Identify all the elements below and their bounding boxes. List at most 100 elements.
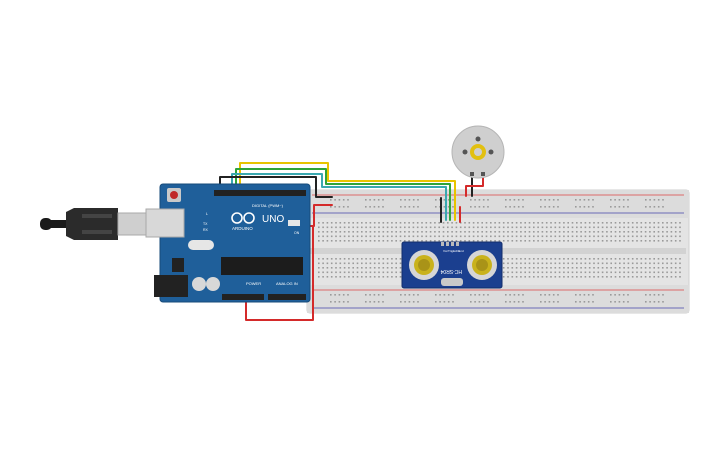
- breadboard-hole[interactable]: [640, 262, 643, 265]
- breadboard-hole[interactable]: [335, 240, 337, 242]
- breadboard-hole[interactable]: [552, 199, 555, 201]
- breadboard-hole[interactable]: [442, 222, 445, 224]
- breadboard-hole[interactable]: [399, 276, 402, 278]
- breadboard-hole[interactable]: [347, 294, 349, 296]
- breadboard-hole[interactable]: [439, 301, 441, 303]
- breadboard-hole[interactable]: [610, 231, 612, 233]
- breadboard-hole[interactable]: [517, 301, 520, 303]
- breadboard-hole[interactable]: [348, 276, 350, 278]
- breadboard-hole[interactable]: [545, 222, 548, 224]
- breadboard-hole[interactable]: [356, 235, 359, 238]
- breadboard-hole[interactable]: [322, 231, 324, 233]
- breadboard-hole[interactable]: [657, 258, 660, 260]
- breadboard-hole[interactable]: [571, 235, 574, 238]
- breadboard-hole[interactable]: [352, 267, 354, 269]
- breadboard-hole[interactable]: [610, 267, 612, 269]
- breadboard-hole[interactable]: [567, 276, 569, 278]
- breadboard-hole[interactable]: [472, 231, 475, 233]
- breadboard-hole[interactable]: [382, 235, 385, 238]
- breadboard-hole[interactable]: [610, 271, 612, 274]
- breadboard-hole[interactable]: [507, 231, 509, 233]
- breadboard-hole[interactable]: [601, 262, 604, 265]
- breadboard-hole[interactable]: [502, 231, 505, 233]
- breadboard-hole[interactable]: [330, 222, 333, 224]
- breadboard-hole[interactable]: [511, 267, 514, 269]
- breadboard-hole[interactable]: [356, 262, 359, 265]
- breadboard-hole[interactable]: [593, 231, 595, 233]
- breadboard-hole[interactable]: [377, 294, 380, 296]
- breadboard-hole[interactable]: [653, 235, 655, 238]
- breadboard-hole[interactable]: [395, 235, 397, 238]
- breadboard-hole[interactable]: [618, 206, 621, 208]
- breadboard-hole[interactable]: [330, 199, 332, 201]
- breadboard-hole[interactable]: [429, 222, 432, 224]
- breadboard-hole[interactable]: [583, 301, 586, 303]
- breadboard-hole[interactable]: [412, 231, 415, 233]
- breadboard-hole[interactable]: [571, 267, 574, 269]
- breadboard-hole[interactable]: [343, 258, 346, 260]
- breadboard-hole[interactable]: [666, 271, 668, 274]
- breadboard-hole[interactable]: [378, 240, 380, 242]
- breadboard-hole[interactable]: [610, 258, 612, 260]
- breadboard-hole[interactable]: [429, 240, 432, 242]
- breadboard-hole[interactable]: [509, 294, 511, 296]
- breadboard-hole[interactable]: [494, 226, 496, 229]
- breadboard-hole[interactable]: [338, 206, 341, 208]
- breadboard-hole[interactable]: [378, 226, 380, 229]
- breadboard-hole[interactable]: [576, 231, 578, 233]
- breadboard-hole[interactable]: [554, 240, 557, 242]
- breadboard-hole[interactable]: [567, 267, 569, 269]
- breadboard-hole[interactable]: [347, 301, 349, 303]
- breadboard-hole[interactable]: [563, 258, 565, 260]
- breadboard-hole[interactable]: [563, 262, 565, 265]
- breadboard-hole[interactable]: [653, 294, 656, 296]
- breadboard-hole[interactable]: [592, 199, 594, 201]
- breadboard-hole[interactable]: [326, 222, 329, 224]
- breadboard-hole[interactable]: [657, 199, 660, 201]
- breadboard-hole[interactable]: [601, 240, 604, 242]
- breadboard-hole[interactable]: [640, 276, 643, 278]
- breadboard-hole[interactable]: [322, 262, 324, 265]
- breadboard-hole[interactable]: [482, 199, 485, 201]
- breadboard-hole[interactable]: [662, 301, 664, 303]
- breadboard-hole[interactable]: [657, 262, 660, 265]
- breadboard-hole[interactable]: [587, 301, 590, 303]
- breadboard-hole[interactable]: [339, 235, 342, 238]
- breadboard-hole[interactable]: [334, 301, 336, 303]
- breadboard-hole[interactable]: [459, 226, 462, 229]
- breadboard-hole[interactable]: [498, 235, 501, 238]
- breadboard-hole[interactable]: [434, 231, 436, 233]
- breadboard-hole[interactable]: [399, 267, 402, 269]
- breadboard-hole[interactable]: [382, 276, 385, 278]
- breadboard-hole[interactable]: [356, 226, 359, 229]
- breadboard-hole[interactable]: [584, 258, 587, 260]
- breadboard-hole[interactable]: [670, 271, 673, 274]
- breadboard-hole[interactable]: [365, 301, 367, 303]
- breadboard-hole[interactable]: [662, 222, 664, 224]
- breadboard-hole[interactable]: [318, 231, 320, 233]
- breadboard-hole[interactable]: [487, 294, 489, 296]
- breadboard-hole[interactable]: [584, 262, 587, 265]
- breadboard-hole[interactable]: [563, 276, 565, 278]
- breadboard-hole[interactable]: [584, 235, 587, 238]
- breadboard-hole[interactable]: [365, 240, 367, 242]
- breadboard-hole[interactable]: [606, 222, 608, 224]
- breadboard-hole[interactable]: [386, 222, 389, 224]
- breadboard-hole[interactable]: [391, 226, 393, 229]
- breadboard-hole[interactable]: [464, 235, 466, 238]
- breadboard-hole[interactable]: [318, 267, 320, 269]
- breadboard-hole[interactable]: [373, 199, 376, 201]
- breadboard-hole[interactable]: [576, 240, 578, 242]
- breadboard-hole[interactable]: [365, 258, 367, 260]
- breadboard-hole[interactable]: [395, 226, 397, 229]
- breadboard-hole[interactable]: [502, 235, 505, 238]
- breadboard-hole[interactable]: [352, 276, 354, 278]
- breadboard-hole[interactable]: [557, 199, 559, 201]
- breadboard-hole[interactable]: [623, 276, 625, 278]
- breadboard-hole[interactable]: [330, 235, 333, 238]
- breadboard-hole[interactable]: [645, 294, 647, 296]
- breadboard-hole[interactable]: [404, 222, 406, 224]
- breadboard-hole[interactable]: [601, 235, 604, 238]
- arduino-uno-board[interactable]: UNO ARDUINO DIGITAL (PWM~) POWER ANALOG …: [145, 183, 311, 303]
- breadboard-hole[interactable]: [662, 240, 664, 242]
